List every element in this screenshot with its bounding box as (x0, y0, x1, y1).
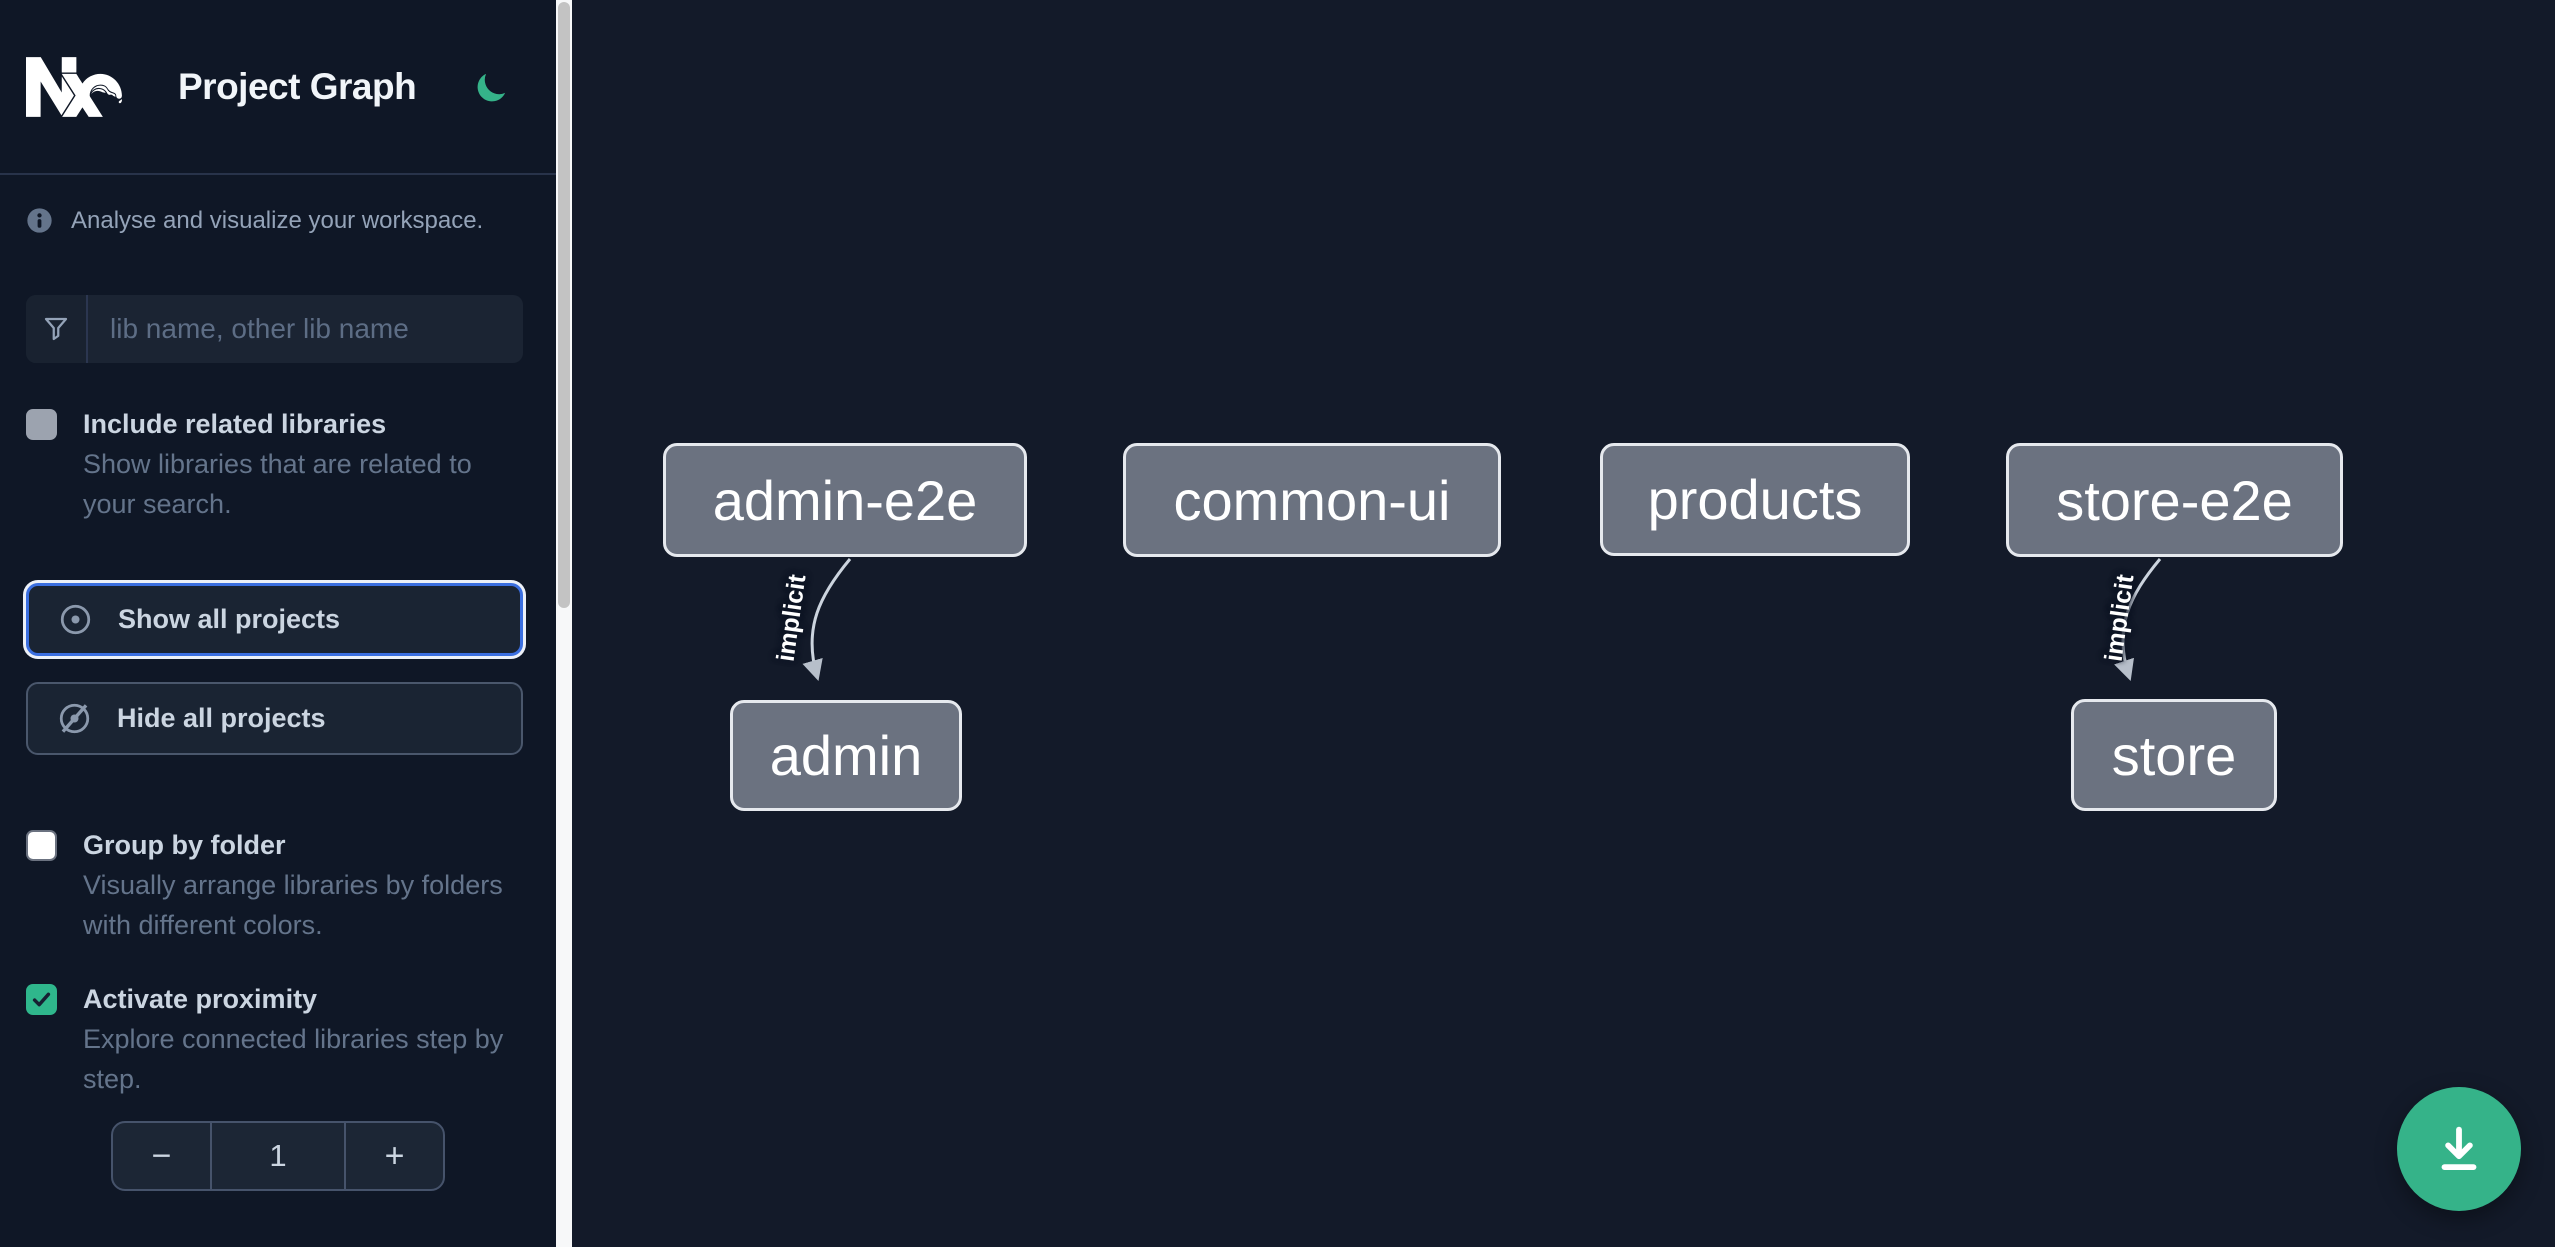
moon-icon (477, 73, 506, 101)
hide-all-projects-label: Hide all projects (117, 703, 326, 733)
edge-store-e2e-to-store (2114, 558, 2162, 681)
graph-edges (802, 558, 2162, 682)
workspace-tagline-row: Analyse and visualize your workspace. (0, 207, 556, 235)
group-by-folder-checkbox[interactable] (26, 830, 57, 861)
include-related-checkbox[interactable] (26, 409, 57, 440)
group-by-folder-description: Visually arrange libraries by folders wi… (83, 870, 503, 940)
option-group-by-folder: Group by folder Visually arrange librari… (0, 825, 556, 945)
edge-label-implicit: implicit (2099, 572, 2140, 664)
graph-node-common-ui[interactable]: common-ui (1123, 443, 1501, 557)
graph-canvas[interactable]: admin-e2e common-ui products store-e2e a… (572, 0, 2555, 1247)
activate-proximity-description: Explore connected libraries step by step… (83, 1024, 504, 1094)
graph-node-store-e2e[interactable]: store-e2e (2006, 443, 2343, 557)
checkmark-icon (32, 992, 51, 1007)
funnel-icon (26, 295, 88, 363)
sidebar-scrollbar-thumb[interactable] (558, 2, 570, 608)
sidebar: Project Graph Analyse and visualize your… (0, 0, 572, 1247)
workspace-tagline: Analyse and visualize your workspace. (71, 207, 484, 234)
activate-proximity-checkbox[interactable] (26, 984, 57, 1015)
eye-slash-icon (59, 703, 90, 734)
graph-node-admin-e2e[interactable]: admin-e2e (663, 443, 1027, 557)
proximity-decrement-button[interactable]: − (113, 1123, 210, 1189)
graph-node-products[interactable]: products (1600, 443, 1910, 556)
page-title: Project Graph (178, 65, 417, 107)
download-image-button[interactable] (2397, 1087, 2521, 1211)
graph-node-store[interactable]: store (2071, 699, 2277, 811)
option-activate-proximity: Activate proximity Explore connected lib… (0, 979, 556, 1099)
proximity-value: 1 (210, 1123, 346, 1189)
search-box (26, 295, 523, 363)
activate-proximity-label[interactable]: Activate proximity (83, 984, 318, 1014)
include-related-description: Show libraries that are related to your … (83, 449, 472, 519)
sidebar-header: Project Graph (0, 0, 556, 175)
theme-toggle-button[interactable] (474, 69, 510, 105)
hide-all-projects-button[interactable]: Hide all projects (26, 682, 523, 755)
info-icon (27, 208, 52, 233)
show-all-projects-button[interactable]: Show all projects (26, 583, 523, 656)
proximity-stepper: − 1 + (111, 1121, 445, 1191)
download-icon (2441, 1126, 2477, 1171)
edge-admin-e2e-to-admin (802, 558, 852, 682)
show-all-projects-label: Show all projects (118, 604, 341, 634)
eye-icon (60, 604, 91, 635)
graph-node-admin[interactable]: admin (730, 700, 962, 811)
proximity-increment-button[interactable]: + (346, 1123, 443, 1189)
edge-label-implicit: implicit (771, 572, 812, 664)
include-related-label[interactable]: Include related libraries (83, 409, 387, 439)
sidebar-scrollbar (556, 0, 572, 1247)
option-include-related: Include related libraries Show libraries… (0, 404, 556, 524)
search-input[interactable] (88, 295, 523, 363)
group-by-folder-label[interactable]: Group by folder (83, 830, 286, 860)
nx-logo-icon (26, 56, 122, 117)
